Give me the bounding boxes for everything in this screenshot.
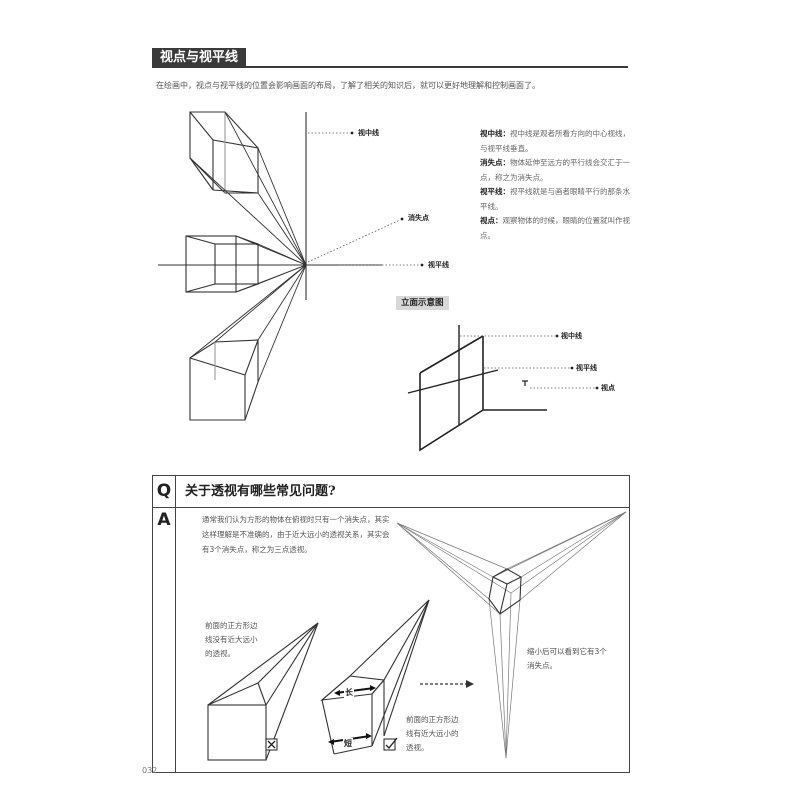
short-label: 短 [343,738,353,749]
middle-box-figure [320,599,430,755]
perspective-diagram [158,111,424,421]
middle-box [185,235,259,293]
note-left: 前面的正方形边线没有近大远小的透视。 [205,621,258,658]
elevation-viewpoint-label: 视点 [601,384,615,392]
center-line-label: 视中线 [358,129,379,137]
bottom-box [189,339,259,421]
elevation-center-line-label: 视中线 [561,332,582,340]
wrong-mark [265,738,278,751]
horizon-line-label: 视平线 [428,261,449,269]
definition-item: 消失点：物体延伸至远方的平行线会交汇于一点，称之为消失点。 [480,158,630,182]
correct-mark [383,737,398,751]
question-row: Q 关于透视有哪些常见问题? [153,476,629,508]
top-box [189,111,259,194]
answer-text: 通常我们认为方形的物体在俯视时只有一个消失点，其实这样理解是不准确的，由于近大远… [202,515,390,554]
dashed-arrow [420,680,474,688]
definition-item: 视中线：视中线是观者所看方向的中心视线，与视平线垂直。 [480,129,630,153]
note-right: 缩小后可以看到它有3个消失点。 [527,647,607,670]
a-marker: A [157,510,171,530]
left-box-figure [207,622,319,761]
page-number: 032 [142,766,158,775]
title-rule [152,66,628,68]
qa-box: Q 关于透视有哪些常见问题? A [152,475,630,773]
note-bottom: 前面的正方形边线有近大远小的透视。 [406,715,459,752]
converging-lines [189,111,307,383]
definition-item: 视平线：视平线就是与画者眼睛平行的那条水平线。 [480,187,630,211]
elevation-horizon-line-label: 视平线 [576,364,597,372]
elevation-diagram [407,325,599,452]
q-marker: Q [153,476,176,507]
qa-illustrations [207,511,627,761]
intro-paragraph: 在绘画中，视点与视平线的位置会影响画面的布局，了解了相关的知识后，就可以更好地理… [156,81,540,90]
section-title: 视点与视平线 [152,48,247,68]
vanishing-point-label: 消失点 [408,214,429,222]
definitions: 视中线：视中线是观者所看方向的中心视线，与视平线垂直。 消失点：物体延伸至远方的… [480,127,630,243]
question-text: 关于透视有哪些常见问题? [185,484,336,499]
a-column: A [153,507,176,772]
definition-item: 视点：观察物体的时候，眼睛的位置就叫作视点。 [480,216,630,240]
long-label: 长 [344,687,354,698]
elevation-title: 立面示意图 [396,296,449,310]
